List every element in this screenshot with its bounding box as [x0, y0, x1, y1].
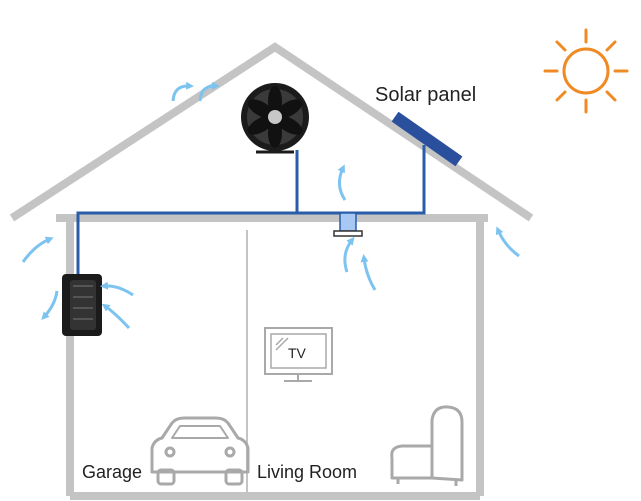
- garage-label: Garage: [82, 462, 142, 482]
- attic-fan-icon: [241, 83, 309, 154]
- solar-panel: [391, 111, 463, 167]
- solar-panel-label: Solar panel: [375, 84, 476, 106]
- living-room-label: Living Room: [257, 462, 357, 482]
- wiring: [76, 145, 426, 285]
- tv-label: TV: [288, 345, 307, 361]
- car-icon: [150, 416, 250, 486]
- house-outline: [9, 42, 534, 500]
- roof: [9, 42, 534, 222]
- armchair-icon: [390, 405, 464, 486]
- thermostat-icon: [333, 212, 363, 237]
- wall-fan-icon: [62, 274, 102, 336]
- tv-icon: [264, 327, 333, 382]
- sun-icon: [543, 28, 629, 114]
- airflow-arrows: [21, 81, 520, 330]
